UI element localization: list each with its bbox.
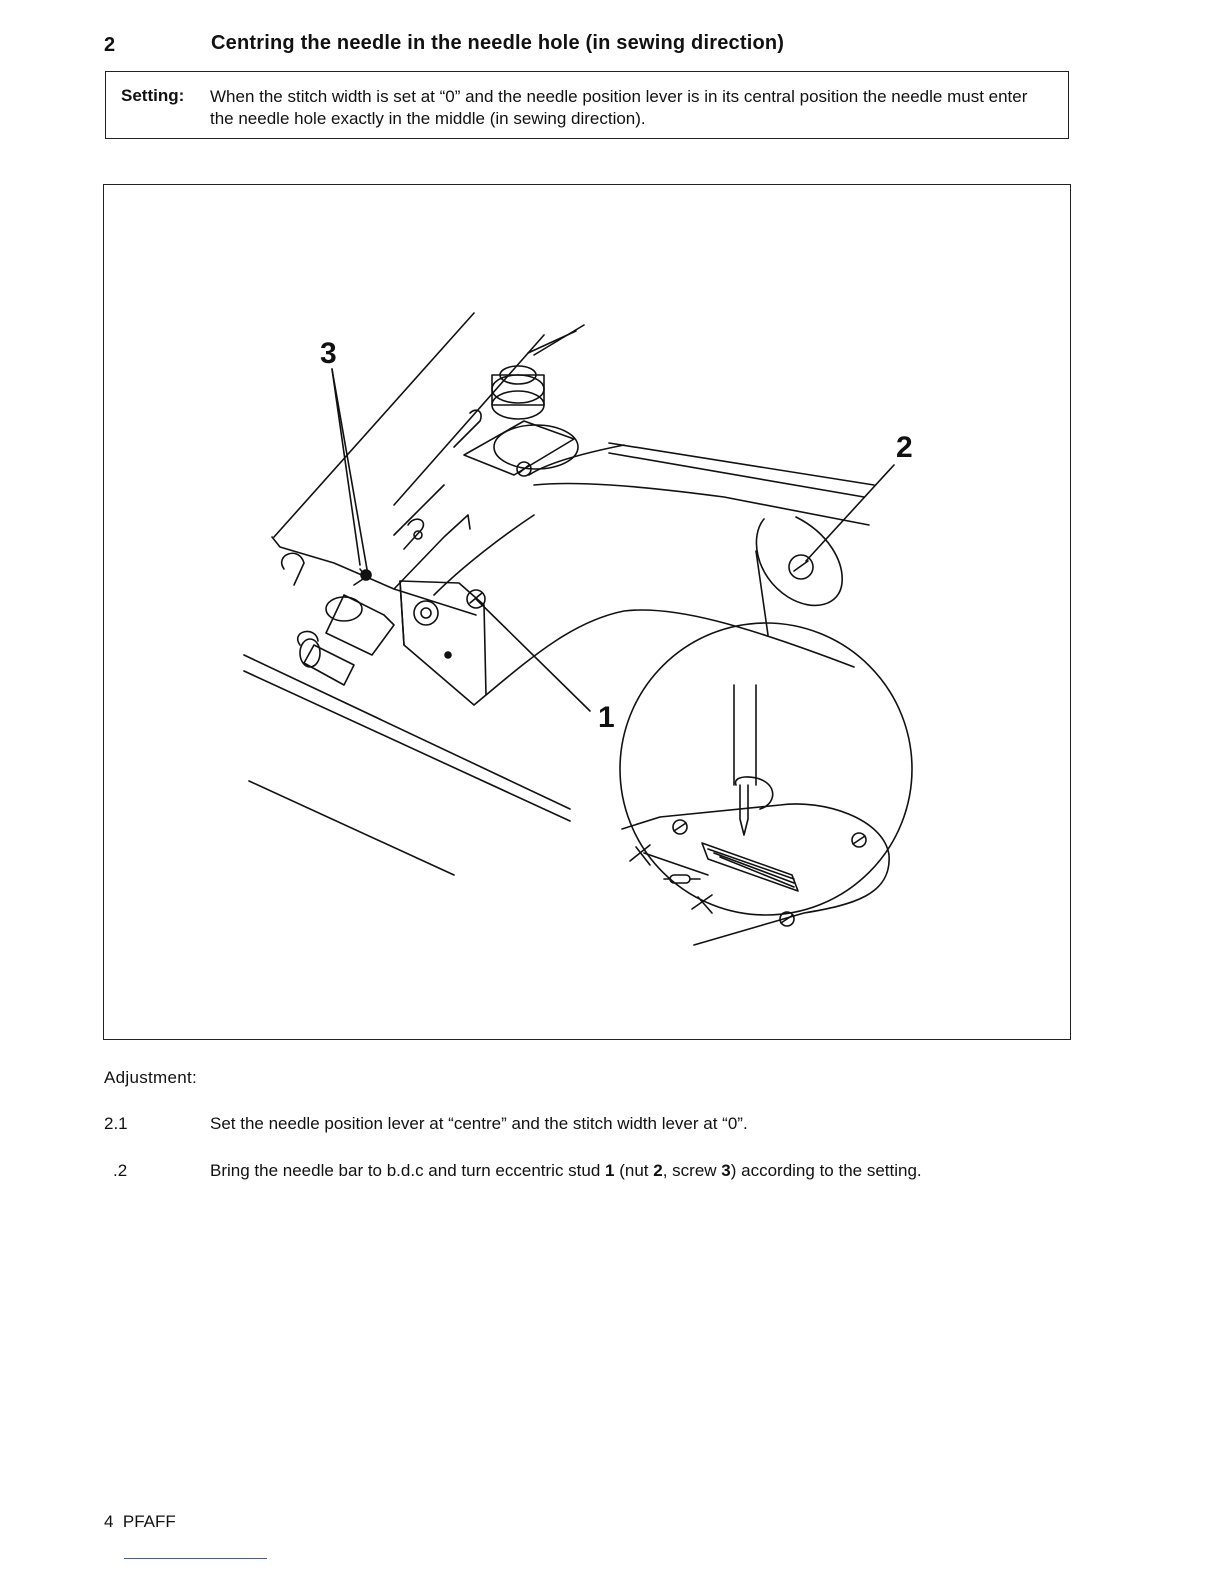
bobbin-winder-plate (463, 420, 575, 476)
eccentric-stud-icon (466, 589, 486, 609)
bracket-plate (399, 580, 405, 646)
callout-1: 1 (598, 701, 615, 734)
sewing-machine-illustration: 1 2 3 (243, 312, 913, 946)
step-text-part: ) according to the setting. (730, 1161, 922, 1180)
arm-outline (273, 312, 475, 538)
arm-outline (393, 334, 545, 506)
lever (403, 518, 425, 550)
step-number: 2.1 (104, 1114, 128, 1133)
screw-icon (851, 832, 867, 848)
bobbin-spindle (491, 374, 545, 406)
setting-text: When the stitch width is set at “0” and … (210, 87, 1028, 128)
top-edge (533, 482, 870, 526)
needle-bar-cylinder (325, 594, 395, 656)
step-text-part: (nut (614, 1161, 654, 1180)
cover-plate (755, 516, 843, 607)
arm-side-line (433, 514, 535, 596)
ref-eccentric-stud: 1 (605, 1161, 615, 1180)
lower-arm-line (243, 654, 571, 810)
step-text-part: Bring the needle bar to b.d.c and turn e… (210, 1161, 606, 1180)
top-edge (608, 452, 865, 498)
lower-arm-line (248, 780, 455, 876)
lever (453, 409, 482, 448)
illustration-frame: 1 2 3 (103, 184, 1071, 1040)
bracket-hole (420, 607, 432, 619)
screw-icon (516, 461, 532, 477)
front-edge (485, 609, 855, 696)
adjustment-label: Adjustment: (104, 1068, 198, 1087)
step-text: Bring the needle bar to b.d.c and turn e… (210, 1161, 922, 1181)
top-edge (608, 442, 875, 486)
ref-nut: 2 (653, 1161, 663, 1180)
step-text: Set the needle position lever at “centre… (210, 1114, 748, 1133)
arm-outline (393, 514, 471, 590)
callout-3: 3 (320, 337, 337, 370)
feed-dog (701, 842, 799, 892)
arm-outline (271, 536, 477, 616)
step-text-part: , screw (662, 1161, 722, 1180)
callout-2: 2 (896, 431, 913, 464)
section-number: 2 (104, 34, 116, 56)
needle-plate-outline (621, 803, 890, 946)
screw-icon (672, 819, 688, 835)
footer-rule (124, 1558, 267, 1559)
bobbin-spindle (491, 374, 545, 404)
lower-arm-line (243, 670, 571, 822)
section-title: Centring the needle in the needle hole (… (211, 32, 785, 54)
arm-side-line (528, 444, 625, 476)
bracket-hole (413, 600, 439, 626)
setting-label: Setting: (121, 86, 185, 105)
inset-detail-circle (619, 622, 913, 916)
needle-bar-cylinder (303, 644, 355, 686)
step-number: .2 (113, 1161, 128, 1180)
ref-screw: 3 (721, 1161, 731, 1180)
leader-line-2 (805, 464, 895, 562)
leader-line-3 (331, 368, 361, 566)
screw-icon (779, 911, 795, 927)
setting-box: Setting: When the stitch width is set at… (105, 71, 1069, 139)
page-footer: 4 PFAFF (104, 1512, 176, 1531)
leader-line-3 (331, 368, 369, 576)
leader-line-1 (475, 598, 591, 712)
nut-icon (788, 554, 814, 580)
